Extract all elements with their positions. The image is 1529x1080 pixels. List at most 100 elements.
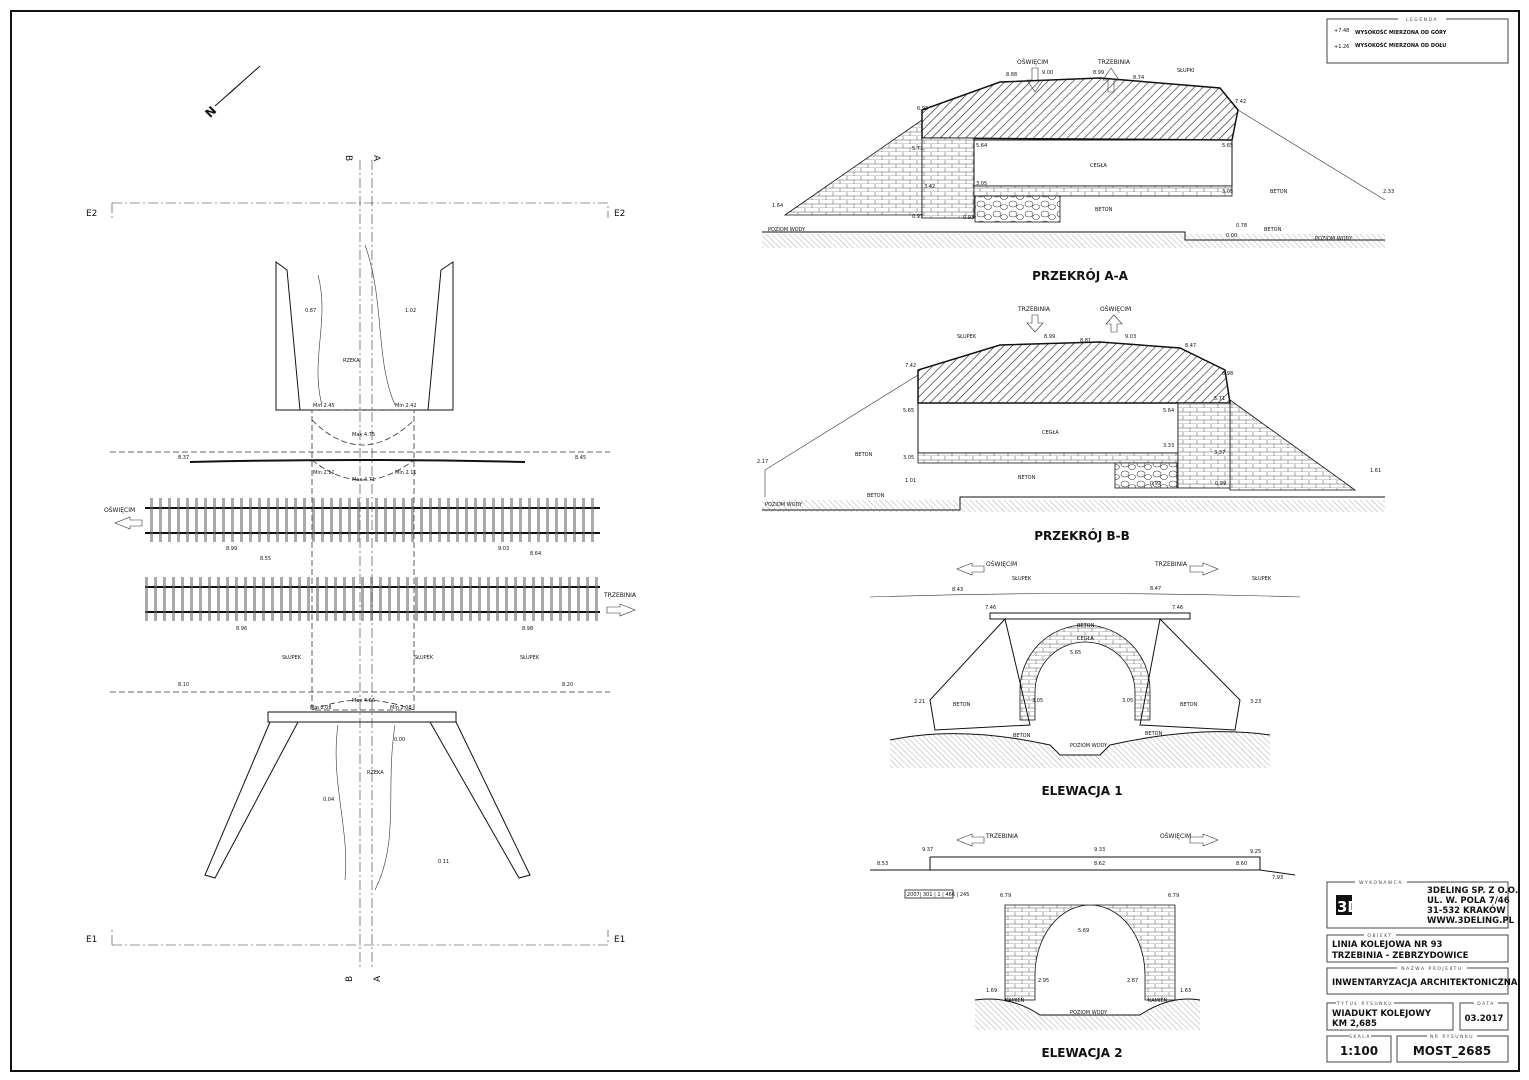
section_bb-oswiecim-label: OŚWIĘCIM <box>1100 306 1131 313</box>
section_aa-levels-10-label: 3.42 <box>924 184 935 190</box>
north-arrow-icon: N <box>202 65 261 120</box>
plan-levels-5-label: 9.03 <box>498 546 509 552</box>
section_aa-levels-5-label: 7.42 <box>1235 99 1246 105</box>
plan-dims-2-label: Max 4.75 <box>352 432 375 438</box>
elev2-kamien-label: KAMIEŃ <box>1148 997 1168 1004</box>
section_aa-slupki-label: SŁUPKI <box>1177 68 1194 74</box>
arrow-down-icon <box>1026 314 1044 333</box>
elev1-cegla-label: CEGŁA <box>1077 636 1094 642</box>
section_aa-levels-6-label: 5.71 <box>912 146 923 152</box>
section_bb-levels-0-label: 8.99 <box>1044 334 1055 340</box>
elevation-2-title: ELEWACJA 2 <box>1041 1046 1122 1060</box>
title_block-object_label-label: OBIEKT <box>1367 933 1392 939</box>
title_block-scale_label-label: SKALA <box>1349 1034 1371 1040</box>
section_aa-beton-label: BETON <box>1270 189 1288 195</box>
section_bb-levels-6-label: 5.65 <box>903 408 914 414</box>
elev1-levels-6-label: 3.05 <box>1122 698 1133 704</box>
section_aa-levels-9-label: 3.05 <box>976 181 987 187</box>
section-aa-title: PRZEKRÓJ A-A <box>1032 268 1129 283</box>
plan-dims-5-label: Max 4.71 <box>352 477 375 483</box>
arrows-icon <box>956 833 1219 847</box>
plan-levels-14-label: 0.11 <box>438 859 449 865</box>
plan-dims-8-label: Min 2.08 <box>390 705 412 711</box>
arrow-up-icon <box>1102 67 1120 93</box>
elev2-levels-13-label: 1.63 <box>1180 988 1191 994</box>
section_bb-cegla-label: CEGŁA <box>1042 430 1059 436</box>
section_bb-slupek-label: SŁUPEK <box>957 334 977 340</box>
elev1-levels-3-label: 7.46 <box>1172 605 1183 611</box>
sheet-border <box>10 10 1520 1072</box>
section_aa-beton-label: BETON <box>1264 227 1282 233</box>
plan-dims-1-label: Min 2.42 <box>395 403 417 409</box>
section_bb-beton-label: BETON <box>855 452 873 458</box>
elev2-oswiecim-label: OŚWIĘCIM <box>1160 833 1191 840</box>
arrow-down-icon <box>1026 67 1044 93</box>
legend-item-bottom: WYSOKOŚĆ MIERZONA OD DOŁU <box>1355 42 1446 49</box>
title_block-date_label-label: DATA <box>1477 1001 1495 1007</box>
section_aa-levels-2-label: 8.99 <box>1093 70 1104 76</box>
section_bb-levels-8-label: 5.71 <box>1214 396 1225 402</box>
elev1-poziom_wody-label: POZIOM WODY <box>1070 743 1108 749</box>
elev1-beton-label: BETON <box>953 702 971 708</box>
section_aa-levels-16-label: 0.78 <box>1236 223 1247 229</box>
section_bb-levels-4-label: 7.42 <box>905 363 916 369</box>
section_aa-beton-label: BETON <box>1095 207 1113 213</box>
elev2-levels-11-label: 2.87 <box>1127 978 1138 984</box>
cut-b-top: B <box>343 155 353 161</box>
section_bb-beton-label: BETON <box>1018 475 1036 481</box>
elev1-levels-8-label: 3.23 <box>1250 699 1261 705</box>
title_block-object-1-label: TRZEBINIA - ZEBRZYDOWICE <box>1332 951 1469 961</box>
elev2-levels-10-label: 2.95 <box>1038 978 1049 984</box>
section_aa-levels-8-label: 5.65 <box>1222 143 1233 149</box>
plan-levels-11-label: 8.20 <box>562 682 573 688</box>
track-lower <box>145 577 600 621</box>
legend-item-top: WYSOKOŚĆ MIERZONA OD GÓRY <box>1355 29 1447 36</box>
elev1-slupek-label: SŁUPEK <box>1012 576 1032 582</box>
elev1-oswiecim-label: OŚWIĘCIM <box>986 561 1017 568</box>
elev1-levels-1-label: 8.47 <box>1150 586 1161 592</box>
elev1-beton-label: BETON <box>1145 731 1163 737</box>
elev2-levels-6-label: 7.93 <box>1272 875 1283 881</box>
cut-e2-right: E2 <box>614 209 625 219</box>
title_block-drawing_no_label-label: NR RYSUNKU <box>1430 1034 1474 1040</box>
section_aa-cegla-label: CEGŁA <box>1090 163 1107 169</box>
elev2-levels-8-label: 6.79 <box>1168 893 1179 899</box>
legend: LEGENDA +7.48 WYSOKOŚĆ MIERZONA OD GÓRY … <box>1326 15 1509 64</box>
elev2-levels-1-label: 9.33 <box>1094 847 1105 853</box>
title_block-date-label: 03.2017 <box>1465 1014 1504 1024</box>
section_aa-levels-12-label: 1.64 <box>772 203 783 209</box>
section_bb-levels-13-label: 1.61 <box>1370 468 1381 474</box>
elev2-levels-2-label: 9.25 <box>1250 849 1261 855</box>
plan-levels-2-label: 8.37 <box>178 455 189 461</box>
legend-title: LEGENDA <box>1406 17 1438 23</box>
title-block: WYKONAWCA 3Deling 3DELING SP. Z O.O. UL.… <box>1326 878 1518 1063</box>
section_bb-levels-14-label: 1.01 <box>905 478 916 484</box>
plan-river-label: RZEKA <box>367 770 384 776</box>
cut-a-top: A <box>371 155 381 162</box>
section_bb-levels-12-label: 2.17 <box>757 459 768 465</box>
plan-dims-6-label: Max 4.66 <box>352 698 375 704</box>
section_bb-levels-11-label: 3.37 <box>1214 450 1225 456</box>
plan-levels-9-label: 8.98 <box>522 626 533 632</box>
arrow-up-icon <box>1105 314 1123 333</box>
section_bb-beton-label: BETON <box>867 493 885 499</box>
elev2-levels-7-label: 6.79 <box>1000 893 1011 899</box>
title_block-logo-label: 3Deling <box>1337 898 1402 916</box>
section_bb-levels-7-label: 5.64 <box>1163 408 1174 414</box>
title_block-company-2-label: 31-532 KRAKÓW <box>1427 904 1506 916</box>
section_aa-levels-14-label: 0.97 <box>912 214 923 220</box>
elevation-1-title: ELEWACJA 1 <box>1041 784 1122 798</box>
plan-north-label: N <box>202 103 219 120</box>
plan-levels-12-label: 0.00 <box>394 737 405 743</box>
section_aa-oswiecim-label: OŚWIĘCIM <box>1017 59 1048 66</box>
elev1-levels-7-label: 2.21 <box>914 699 925 705</box>
title_block-contractor_label-label: WYKONAWCA <box>1359 880 1403 886</box>
cut-e1-left: E1 <box>86 935 97 945</box>
plan-dims-3-label: Min 2.11 <box>313 470 335 476</box>
cut-e1-right: E1 <box>614 935 625 945</box>
section_bb-levels-9-label: 3.05 <box>903 455 914 461</box>
